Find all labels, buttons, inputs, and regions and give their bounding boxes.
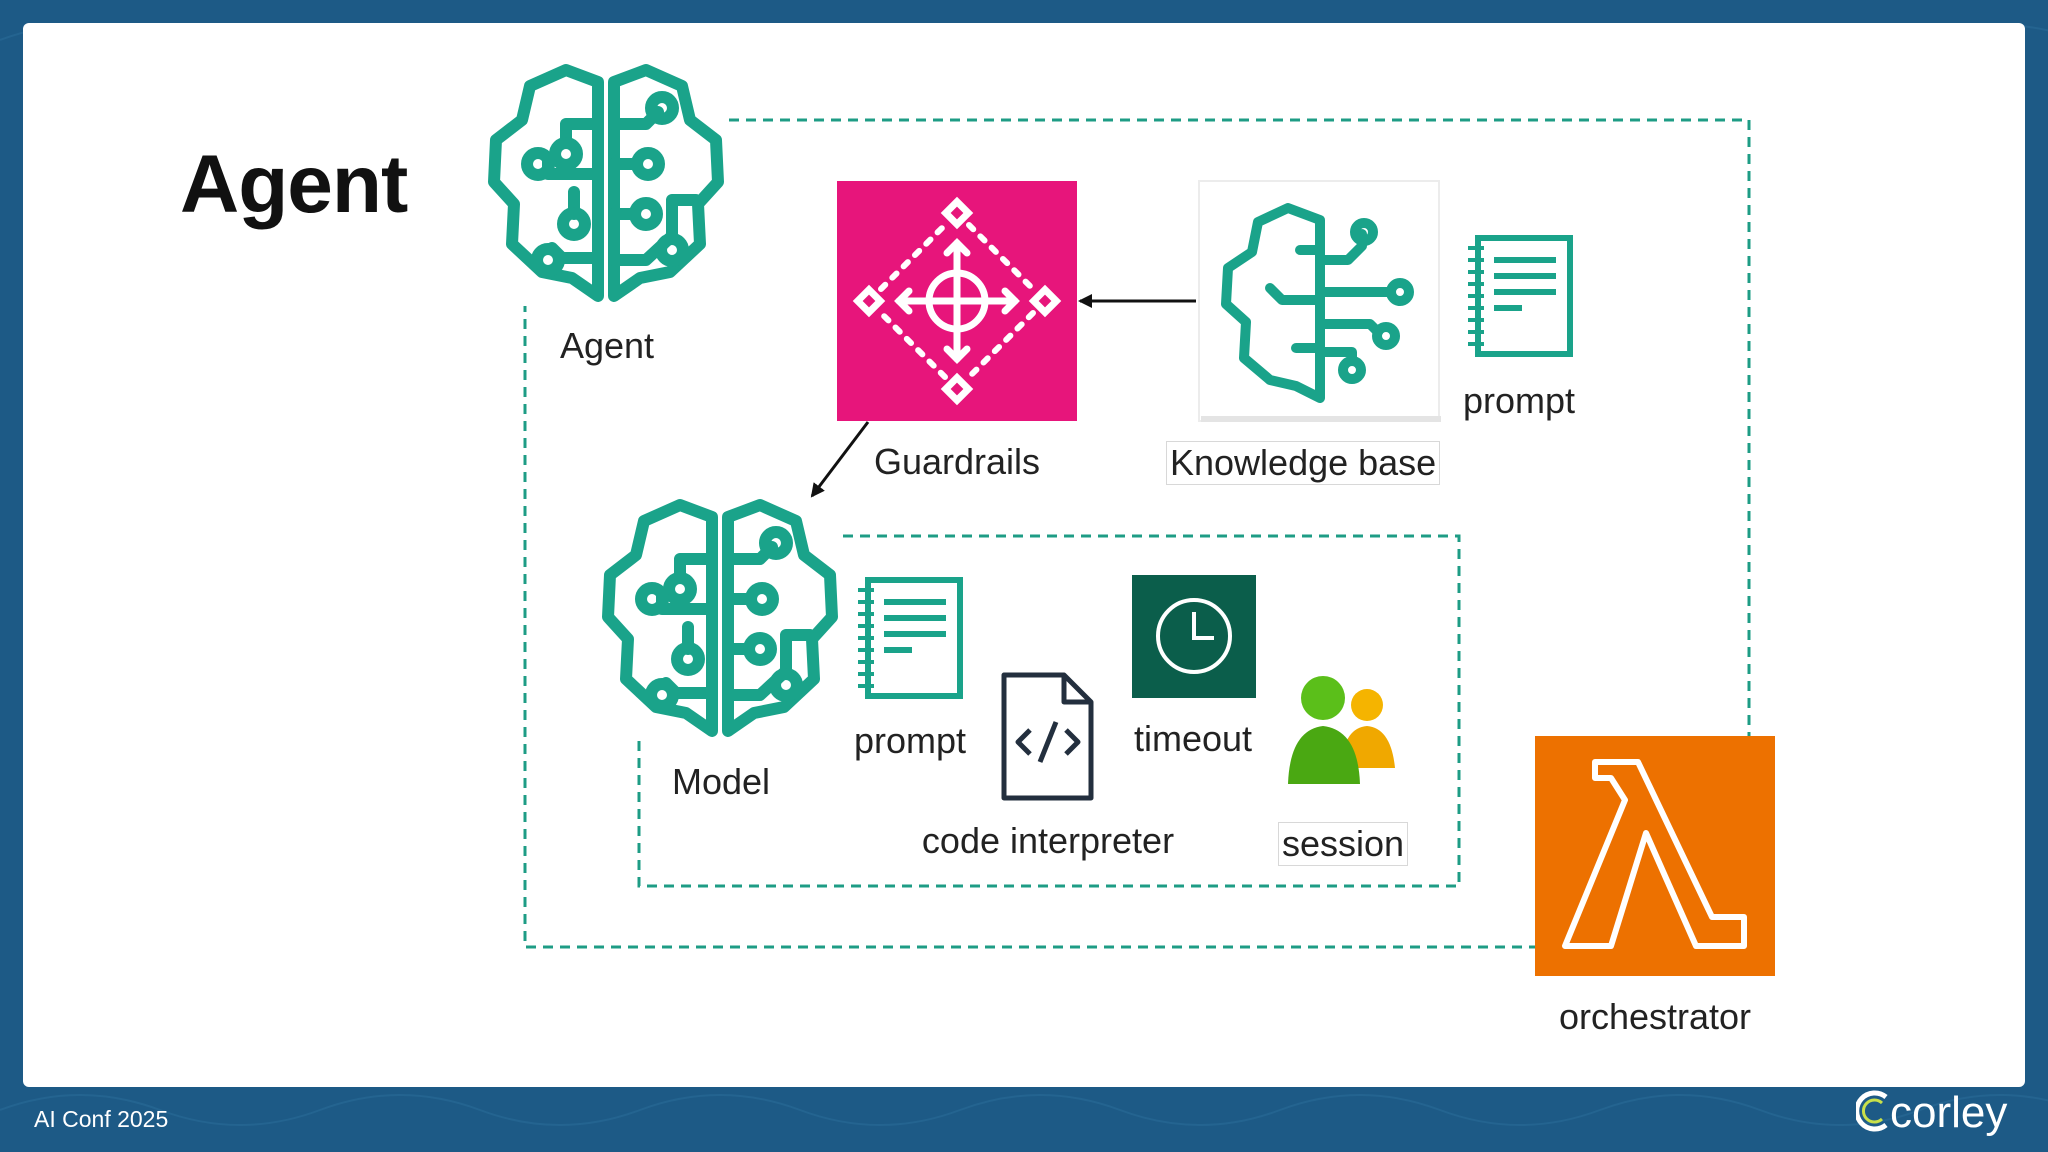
corley-logo-text: corley: [1890, 1088, 2008, 1137]
agent-label: Agent: [559, 325, 655, 366]
code-interpreter-label: code interpreter: [921, 820, 1175, 861]
users-icon: [1288, 676, 1395, 784]
corley-logo-mark-icon: [1854, 1088, 1890, 1138]
model-label: Model: [671, 761, 771, 802]
knowledge-base-icon: [1198, 180, 1441, 422]
edge-guardrails-to-model: [810, 421, 870, 498]
footer-event-name: AI Conf 2025: [34, 1106, 169, 1132]
session-label: session: [1278, 822, 1409, 866]
corley-logo: corley: [1854, 1088, 2008, 1138]
kb-prompt-label: prompt: [1462, 380, 1576, 421]
model-prompt-label: prompt: [853, 720, 967, 761]
lambda-icon: [1535, 736, 1775, 976]
code-file-icon: [1001, 672, 1094, 801]
knowledge-base-label: Knowledge base: [1166, 441, 1441, 485]
timeout-label: timeout: [1133, 718, 1253, 759]
agent-brain-icon: [486, 62, 726, 306]
orchestrator-label: orchestrator: [1558, 996, 1752, 1037]
guardrails-label: Guardrails: [873, 441, 1041, 482]
slide-title: Agent: [180, 139, 408, 230]
clock-icon: [1132, 575, 1256, 698]
model-prompt-document-icon: [858, 580, 960, 696]
kb-prompt-document-icon: [1468, 238, 1570, 354]
guardrails-icon: [837, 181, 1077, 421]
model-brain-icon: [600, 498, 840, 740]
agent-container-border: [523, 118, 1751, 949]
